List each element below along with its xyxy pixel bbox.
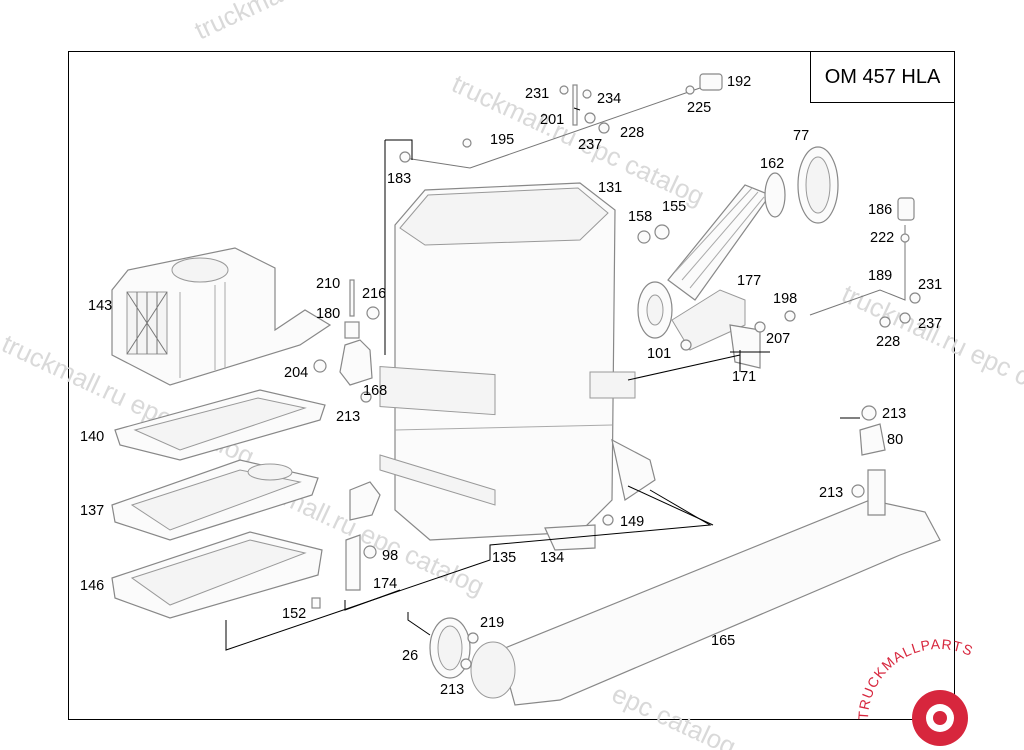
label-174: 174 <box>373 576 397 592</box>
part-26-clamp <box>429 617 471 679</box>
label-237: 237 <box>578 137 602 153</box>
label-26: 26 <box>402 648 418 664</box>
label-171: 171 <box>732 369 756 385</box>
label-201: 201 <box>540 112 564 128</box>
label-183: 183 <box>387 171 411 187</box>
label-213c: 213 <box>819 485 843 501</box>
label-149: 149 <box>620 514 644 530</box>
label-180: 180 <box>316 306 340 322</box>
label-222: 222 <box>870 230 894 246</box>
label-219: 219 <box>480 615 504 631</box>
label-168: 168 <box>363 383 387 399</box>
label-231b: 231 <box>918 277 942 293</box>
label-195: 195 <box>490 132 514 148</box>
label-134: 134 <box>540 550 564 566</box>
label-216: 216 <box>362 286 386 302</box>
label-165: 165 <box>711 633 735 649</box>
label-152: 152 <box>282 606 306 622</box>
label-137: 137 <box>80 503 104 519</box>
watermark-6: epc catalog <box>607 678 740 750</box>
label-192: 192 <box>727 74 751 90</box>
part-131-muffler <box>379 182 636 541</box>
part-140-gasket <box>114 389 326 461</box>
label-189: 189 <box>868 268 892 284</box>
small-parts <box>311 73 921 670</box>
label-234: 234 <box>597 91 621 107</box>
watermark-4: truckmall.ru epc catalog <box>837 278 1024 421</box>
part-143-heat-exchanger <box>111 247 332 386</box>
label-131: 131 <box>598 180 622 196</box>
label-80: 80 <box>887 432 903 448</box>
label-198: 198 <box>773 291 797 307</box>
label-231: 231 <box>525 86 549 102</box>
label-225: 225 <box>687 100 711 116</box>
label-210: 210 <box>316 276 340 292</box>
callout-labels: 231 234 192 201 225 195 228 237 77 183 1… <box>80 74 942 698</box>
label-77: 77 <box>793 128 809 144</box>
label-204: 204 <box>284 365 308 381</box>
part-77-clamp <box>797 146 839 224</box>
label-186: 186 <box>868 202 892 218</box>
label-101: 101 <box>647 346 671 362</box>
label-162: 162 <box>760 156 784 172</box>
label-213a: 213 <box>336 409 360 425</box>
label-135: 135 <box>492 550 516 566</box>
part-146-oil-pan <box>111 531 323 619</box>
label-155: 155 <box>662 199 686 215</box>
truckmallparts-logo: TRUCKMALLPARTS <box>855 636 975 746</box>
label-213b: 213 <box>882 406 906 422</box>
engine-code-box: OM 457 HLA <box>810 51 955 103</box>
label-98: 98 <box>382 548 398 564</box>
label-213d: 213 <box>440 682 464 698</box>
diagram-frame <box>68 51 955 720</box>
label-158: 158 <box>628 209 652 225</box>
label-228: 228 <box>620 125 644 141</box>
label-228b: 228 <box>876 334 900 350</box>
label-140: 140 <box>80 429 104 445</box>
leader-lines <box>225 107 860 651</box>
label-146: 146 <box>80 578 104 594</box>
part-162-flex-pipe <box>637 172 786 351</box>
label-177: 177 <box>737 273 761 289</box>
label-237b: 237 <box>918 316 942 332</box>
engine-code: OM 457 HLA <box>824 65 941 88</box>
part-137-gasket <box>111 459 319 541</box>
label-207: 207 <box>766 331 790 347</box>
watermark-1: truckmall.ru epc catalog <box>190 0 452 45</box>
label-143: 143 <box>88 298 112 314</box>
